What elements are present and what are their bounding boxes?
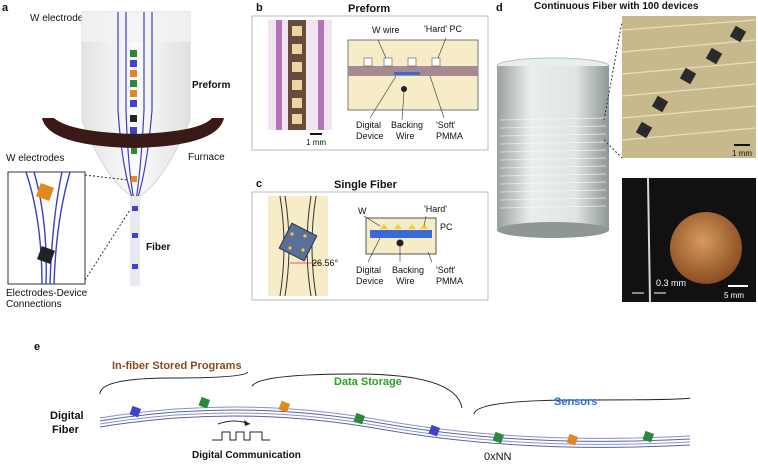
- preform-photo-devices: [292, 26, 302, 124]
- panel-b-title: Preform: [348, 3, 390, 15]
- digital-fiber-label-1: Digital: [50, 410, 84, 422]
- scale-label-top: 1 mm: [732, 149, 752, 158]
- digital-device-strip: [394, 72, 420, 75]
- c-leader-lines: [363, 215, 433, 263]
- b-leader-lines: [369, 37, 447, 121]
- panel-e-letter: e: [34, 341, 40, 353]
- single-fiber-photo: [647, 177, 651, 303]
- w-wire-label: W wire: [372, 25, 400, 35]
- inset-pointer-top: [84, 174, 129, 181]
- pmma-band: [348, 66, 478, 76]
- c-soft-label-1: 'Soft': [436, 265, 456, 275]
- scale-label-b: 1 mm: [306, 138, 326, 147]
- digital-communication-label: Digital Communication: [192, 450, 301, 461]
- c-digital-label-2: Device: [356, 276, 384, 286]
- inset-device-bottom: [37, 246, 55, 264]
- fiber-device-layer: [370, 230, 432, 238]
- communication-waveform: [212, 431, 270, 441]
- c-hard-label-2: PC: [440, 222, 453, 232]
- digital-fiber-label-2: Fiber: [52, 424, 80, 436]
- c-digital-label-1: Digital: [356, 265, 381, 275]
- penny: [670, 212, 742, 284]
- furnace: [42, 118, 224, 148]
- inset-electrodes: [25, 171, 71, 285]
- data-storage-label: Data Storage: [334, 376, 402, 388]
- c-backing-label-1: Backing: [392, 265, 424, 275]
- device-pads: [288, 232, 307, 252]
- hard-pc-label: 'Hard' PC: [424, 24, 462, 34]
- spool-windings: [499, 117, 607, 209]
- digital-device-label-1: Digital: [356, 120, 381, 130]
- fiber-cladding: [130, 196, 140, 286]
- c-backing-label-2: Wire: [396, 276, 415, 286]
- inset-device-top: [36, 183, 54, 201]
- panel-d: d Continuous Fiber with 100 devices: [492, 1, 757, 303]
- backing-wire-label-2: Wire: [396, 131, 415, 141]
- micrograph-fibers: [621, 19, 757, 141]
- connections-label-1: Electrodes-Device: [6, 288, 88, 299]
- digital-device-label-2: Device: [356, 131, 384, 141]
- w-electrodes-label: W electrodes: [30, 13, 88, 24]
- panel-c-title: Single Fiber: [334, 179, 398, 191]
- digital-fiber-strand: [99, 406, 691, 448]
- spool-body: [497, 66, 609, 230]
- inset-pointer-bottom: [84, 209, 131, 281]
- c-soft-label-2: PMMA: [436, 276, 463, 286]
- bracket-sensors: [473, 397, 691, 415]
- address-label: 0xNN: [484, 451, 512, 463]
- panel-e: e In-fiber Stored Programs Data Storage …: [34, 341, 691, 463]
- backing-wire-dot: [401, 86, 407, 92]
- soft-pmma-label-2: PMMA: [436, 131, 463, 141]
- panel-d-letter: d: [496, 2, 503, 14]
- communication-arrowhead: [244, 420, 250, 426]
- w-wire-slots: [363, 57, 441, 67]
- panel-c: c Single Fiber 26.56°: [251, 178, 489, 301]
- fiber-label: Fiber: [146, 242, 171, 253]
- panel-b: b Preform 1 mm: [251, 2, 489, 151]
- preform-top: [82, 12, 190, 42]
- c-hard-label-1: 'Hard': [424, 204, 447, 214]
- panel-b-letter: b: [256, 2, 263, 14]
- fiber-backing-wire: [396, 239, 404, 247]
- bracket-programs: [99, 371, 249, 395]
- inset-w-electrodes-label: W electrodes: [6, 153, 64, 164]
- zoom-line-top: [603, 21, 623, 121]
- backing-wire-label-1: Backing: [391, 120, 423, 130]
- panel-c-letter: c: [256, 178, 262, 190]
- digital-fiber-devices: [129, 396, 655, 446]
- soft-pmma-label-1: 'Soft': [436, 120, 456, 130]
- diameter-label: 0.3 mm: [656, 278, 686, 288]
- c-w-label: W: [358, 206, 367, 216]
- bracket-data: [251, 373, 463, 409]
- zoom-line-bottom: [603, 139, 623, 159]
- panel-a-letter: a: [2, 2, 9, 14]
- panel-a: a W electrodes Preform Furnace: [2, 2, 230, 310]
- stored-programs-label: In-fiber Stored Programs: [112, 360, 242, 372]
- angle-label: 26.56°: [312, 258, 339, 268]
- furnace-label: Furnace: [188, 152, 225, 163]
- scale-label-bottom: 5 mm: [724, 291, 744, 300]
- fiber-devices: [132, 206, 138, 269]
- fiber-pads: [380, 224, 428, 229]
- micrograph-devices: [635, 25, 747, 139]
- spool-bottom: [497, 222, 609, 238]
- connections-label-2: Connections: [6, 299, 62, 310]
- preform-devices: [130, 50, 137, 182]
- sensors-label: Sensors: [554, 396, 597, 408]
- preform-label: Preform: [192, 80, 230, 91]
- tilted-device: [278, 222, 318, 262]
- panel-d-title: Continuous Fiber with 100 devices: [534, 1, 699, 12]
